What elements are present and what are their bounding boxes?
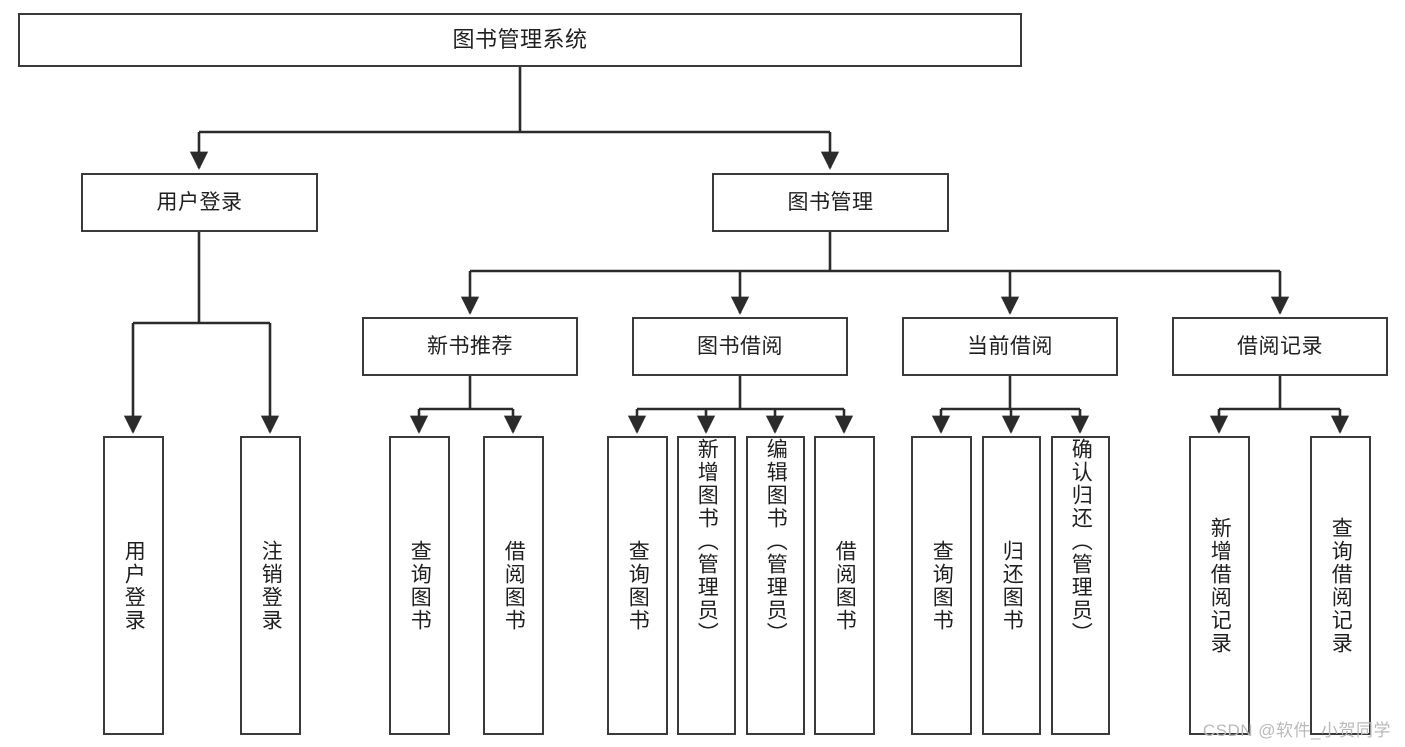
node-label: 借阅图书 xyxy=(502,539,526,632)
node-book-borrow[interactable]: 图书借阅 xyxy=(632,317,848,376)
node-label: 新书推荐 xyxy=(427,334,513,358)
node-root-system[interactable]: 图书管理系统 xyxy=(18,13,1022,67)
leaf-return-book[interactable]: 归还图书 xyxy=(982,436,1041,735)
node-label: 用户登录 xyxy=(122,539,146,632)
node-label: 新增图书（管理员） xyxy=(695,438,719,645)
node-label: 归还图书 xyxy=(1000,539,1024,632)
leaf-query-book-recommend[interactable]: 查询图书 xyxy=(389,436,450,735)
node-label: 查询图书 xyxy=(408,539,432,632)
node-label: 当前借阅 xyxy=(967,334,1053,358)
node-borrow-records[interactable]: 借阅记录 xyxy=(1172,317,1388,376)
leaf-query-book-current[interactable]: 查询图书 xyxy=(911,436,972,735)
node-label: 编辑图书（管理员） xyxy=(764,438,788,645)
node-label: 查询借阅记录 xyxy=(1329,516,1353,655)
node-label: 用户登录 xyxy=(156,190,243,214)
leaf-borrow-book[interactable]: 借阅图书 xyxy=(814,436,875,735)
leaf-edit-book-admin[interactable]: 编辑图书（管理员） xyxy=(746,436,805,735)
node-book-management[interactable]: 图书管理 xyxy=(712,173,949,232)
leaf-user-login[interactable]: 用户登录 xyxy=(103,436,164,735)
node-label: 查询图书 xyxy=(626,539,650,632)
node-user-login[interactable]: 用户登录 xyxy=(81,173,318,232)
node-label: 借阅图书 xyxy=(833,539,857,632)
node-label: 确认归还（管理员） xyxy=(1069,438,1093,645)
node-label: 图书借阅 xyxy=(697,334,783,358)
watermark: CSDN @软件_小贺同学 xyxy=(1202,721,1391,740)
leaf-query-book-borrow[interactable]: 查询图书 xyxy=(607,436,668,735)
leaf-add-borrow-record[interactable]: 新增借阅记录 xyxy=(1189,436,1250,735)
leaf-add-book-admin[interactable]: 新增图书（管理员） xyxy=(677,436,736,735)
node-label: 查询图书 xyxy=(930,539,954,632)
node-label: 新增借阅记录 xyxy=(1208,516,1232,655)
leaf-borrow-book-recommend[interactable]: 借阅图书 xyxy=(483,436,544,735)
node-label: 图书管理 xyxy=(787,190,874,214)
node-label: 借阅记录 xyxy=(1237,334,1323,358)
leaf-logout[interactable]: 注销登录 xyxy=(240,436,301,735)
node-label: 图书管理系统 xyxy=(452,26,588,52)
node-label: 注销登录 xyxy=(259,539,283,632)
node-new-book-recommend[interactable]: 新书推荐 xyxy=(362,317,578,376)
leaf-confirm-return-admin[interactable]: 确认归还（管理员） xyxy=(1051,436,1110,735)
leaf-query-borrow-record[interactable]: 查询借阅记录 xyxy=(1310,436,1371,735)
node-current-borrow[interactable]: 当前借阅 xyxy=(902,317,1118,376)
